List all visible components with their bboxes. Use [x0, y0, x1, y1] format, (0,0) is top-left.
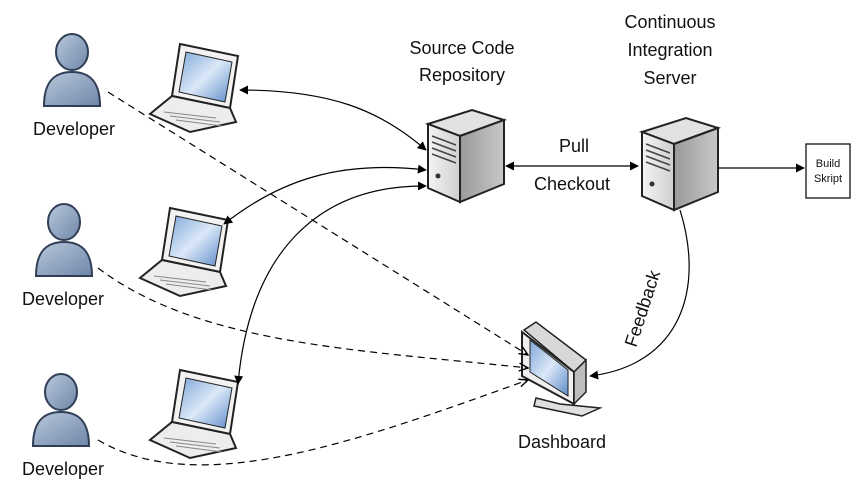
server-icon — [427, 109, 505, 203]
dashed-arrow — [97, 267, 528, 368]
feedback-label: Feedback — [621, 267, 665, 349]
pull-label: Pull — [559, 136, 589, 156]
checkout-label: Checkout — [534, 174, 610, 194]
monitor-icon — [521, 321, 603, 417]
feedback-arrow — [589, 209, 690, 380]
laptop-icon — [149, 369, 239, 459]
server-icon — [641, 117, 719, 211]
laptop-icon — [149, 43, 239, 133]
person-icon — [32, 373, 90, 447]
developer-label: Developer — [22, 289, 104, 309]
source-repo-label: Source Code — [409, 38, 514, 58]
sync-arrow — [223, 164, 427, 225]
laptop-icon — [139, 207, 229, 297]
ci-server-label: Continuous — [624, 12, 715, 32]
ci-server-label: Integration — [627, 40, 712, 60]
dashed-arrow — [107, 91, 528, 355]
developer-label: Developer — [22, 459, 104, 479]
developer-label: Developer — [33, 119, 115, 139]
sync-arrow — [239, 85, 427, 151]
build-script-label: Skript — [814, 173, 842, 185]
build-script-box — [805, 143, 851, 199]
person-icon — [43, 33, 101, 107]
sync-arrow — [234, 181, 427, 385]
dashboard-label: Dashboard — [518, 432, 606, 452]
source-repo-label: Repository — [419, 65, 505, 85]
person-icon — [35, 203, 93, 277]
dashed-arrow — [97, 380, 528, 466]
build-script-label: Build — [816, 158, 840, 170]
ci-server-label: Server — [643, 68, 696, 88]
